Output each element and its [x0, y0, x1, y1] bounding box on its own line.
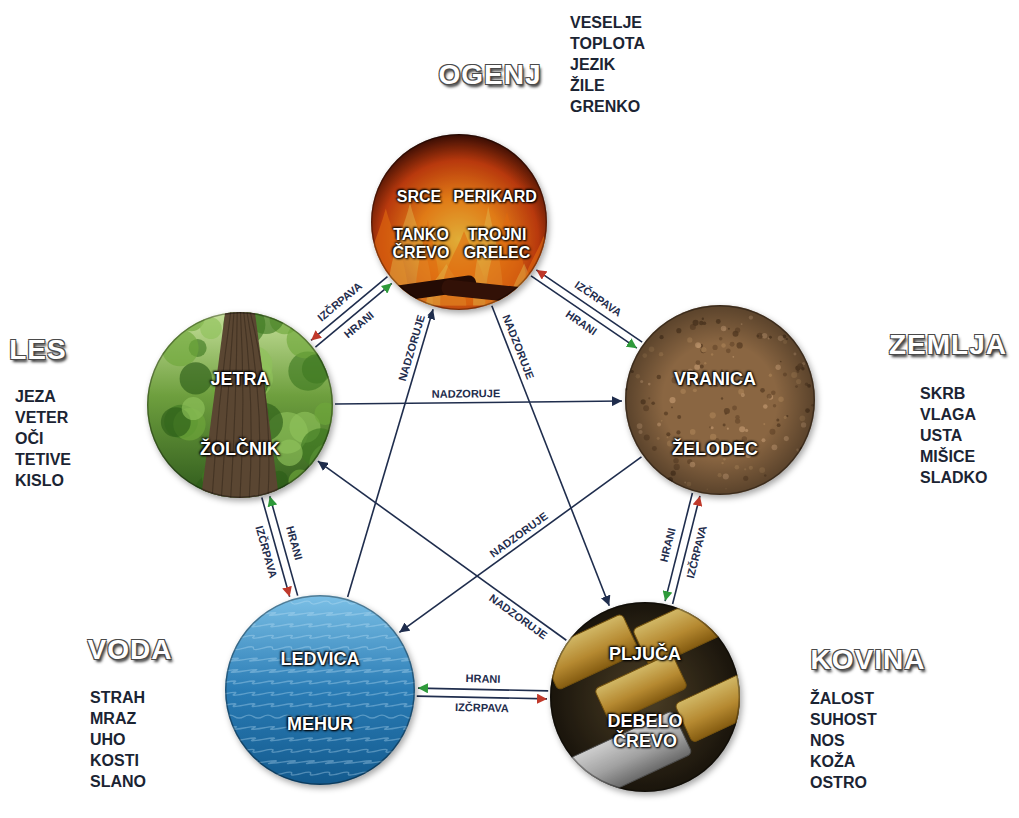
attribute-word: SLADKO — [920, 467, 988, 488]
connector-arrow — [418, 688, 548, 691]
element-name: VODA — [88, 634, 173, 666]
edge-label: HRANI — [340, 308, 378, 343]
attribute-word: TETIVE — [15, 449, 71, 470]
attribute-word: ŽILE — [570, 75, 605, 96]
organ-name: TANKO ČREVO — [393, 226, 450, 261]
attribute-word: VETER — [15, 407, 68, 428]
attribute-word: NOS — [810, 730, 845, 751]
connector-arrow — [536, 270, 642, 342]
element-name: KOVINA — [811, 644, 926, 676]
organ-name: VRANICA — [674, 370, 756, 390]
attribute-word: OSTRO — [810, 772, 867, 793]
element-name: ZEMLJA — [889, 329, 1007, 361]
organ-name: ŽELODEC — [672, 440, 758, 460]
edge-label: HRANI — [463, 672, 502, 686]
attribute-word: OČI — [15, 428, 43, 449]
edge-label: IZČRPAVA — [251, 522, 279, 581]
connector-arrow — [531, 276, 637, 348]
attribute-word: SLANO — [90, 771, 146, 792]
attribute-word: JEZIK — [570, 54, 615, 75]
attribute-word: VESELJE — [570, 12, 642, 33]
element-circle: KOVINAPLJUČADEBELO ČREVO — [550, 602, 740, 792]
connector-arrow — [417, 696, 547, 699]
element-name: LES — [9, 334, 66, 366]
attribute-word: UHO — [90, 729, 126, 750]
attribute-word: JEZA — [15, 386, 56, 407]
element-circle: VODALEDVICAMEHUR — [225, 595, 415, 785]
organ-name: PLJUČA — [609, 645, 681, 665]
element-circle: LESJETRAŽOLČNIK — [147, 312, 333, 498]
attribute-word: KOŽA — [810, 751, 855, 772]
attribute-word: MRAZ — [90, 708, 136, 729]
edge-label: NADZORUJE — [486, 508, 552, 561]
organ-name: LEDVICA — [280, 650, 359, 670]
edge-label: IZČRPAVA — [684, 523, 711, 582]
organ-name: TROJNI GRELEC — [464, 226, 531, 261]
element-name: OGENJ — [438, 59, 541, 91]
organ-name: DEBELO ČREVO — [607, 712, 682, 752]
earth-illustration — [625, 305, 815, 495]
organ-name: ŽOLČNIK — [200, 440, 280, 460]
attribute-word: GRENKO — [570, 96, 640, 117]
connector-arrow — [399, 457, 641, 633]
water-illustration — [225, 595, 415, 785]
attribute-word: MIŠICE — [920, 446, 975, 467]
edge-label: IZČRPAVA — [453, 701, 511, 715]
metal-illustration — [550, 602, 740, 792]
attribute-word: VLAGA — [920, 404, 976, 425]
edge-label: NADZORUJE — [396, 312, 429, 385]
element-circle: OGENJSRCEPERIKARDTANKO ČREVOTROJNI GRELE… — [371, 134, 547, 310]
attribute-word: STRAH — [90, 687, 145, 708]
connector-arrow — [335, 401, 622, 404]
tree-illustration — [147, 312, 333, 498]
attribute-word: SUHOST — [810, 709, 877, 730]
attribute-word: KISLO — [15, 470, 64, 491]
organ-name: MEHUR — [287, 715, 353, 735]
organ-name: SRCE — [397, 188, 441, 206]
attribute-word: KOSTI — [90, 750, 139, 771]
attribute-word: SKRB — [920, 383, 965, 404]
edge-label: HRANI — [561, 307, 600, 340]
organ-name: PERIKARD — [453, 188, 537, 206]
edge-label: NADZORUJE — [485, 590, 551, 643]
element-circle: ZEMLJAVRANICAŽELODEC — [625, 305, 815, 495]
connector-arrow — [492, 306, 609, 606]
organ-name: JETRA — [210, 370, 269, 390]
fire-illustration — [371, 134, 547, 310]
attribute-word: TOPLOTA — [570, 33, 645, 54]
attribute-word: USTA — [920, 425, 962, 446]
edge-label: NADZORUJE — [429, 387, 502, 401]
connector-arrow — [348, 309, 433, 597]
attribute-word: ŽALOST — [810, 688, 874, 709]
